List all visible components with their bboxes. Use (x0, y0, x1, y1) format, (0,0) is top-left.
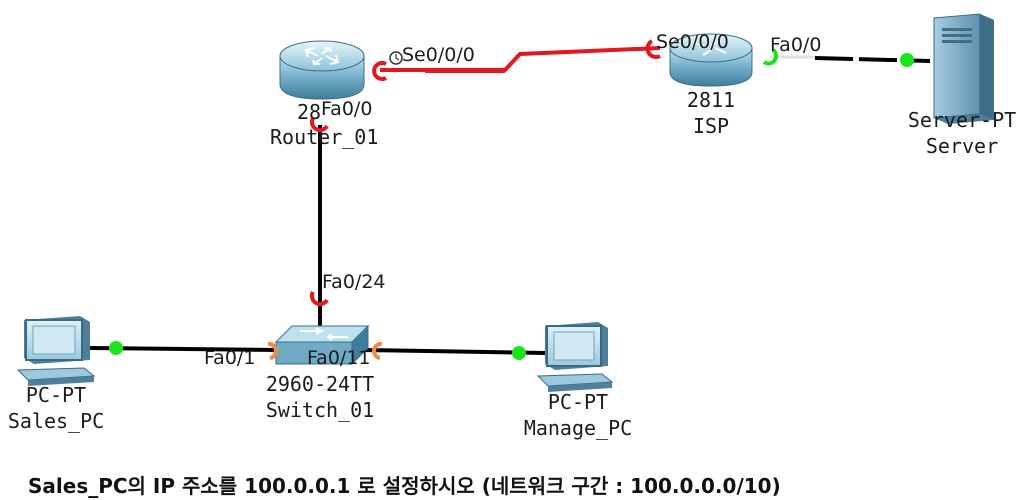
isp-name-label: ISP (692, 114, 730, 138)
manage-pc-icon[interactable] (536, 322, 614, 392)
sales-pc-icon[interactable] (16, 316, 96, 386)
server-icon[interactable] (933, 13, 994, 124)
port-status-isp-fa (762, 48, 778, 66)
isp-model-label: 2811 (686, 88, 736, 112)
serial-link[interactable] (380, 46, 661, 73)
isp-serial-port-label: Se0/0/0 (656, 31, 729, 53)
router01-name-label: Router_01 (270, 125, 379, 149)
port-status-sales-pc (109, 341, 123, 355)
port-status-switch-sales (267, 341, 279, 360)
task-instruction: Sales_PC의 IP 주소를 100.0.0.1 로 설정하시오 (네트워크… (28, 474, 781, 498)
port-status-server (900, 53, 914, 67)
router01-fa-port-label: Fa0/0 (321, 98, 373, 120)
isp-fa-port-label: Fa0/0 (770, 34, 822, 56)
switch-uplink-port-label: Fa0/24 (322, 271, 386, 293)
port-status-switch-uplink (309, 291, 329, 307)
router01-model-label: 28 (297, 100, 322, 124)
port-status-router01-serial (372, 51, 403, 81)
router01-serial-port-label: Se0/0/0 (402, 44, 475, 66)
isp-router-icon[interactable] (669, 33, 753, 87)
port-status-switch-manage (371, 341, 383, 360)
server-name-label: Server (925, 134, 999, 158)
router01-icon[interactable] (279, 40, 365, 100)
port-status-router01-fa (309, 117, 329, 133)
switch01-name-label: Switch_01 (265, 398, 375, 422)
switch-sales-port-label: Fa0/1 (204, 347, 256, 369)
sales-pc-name-label: Sales_PC (7, 409, 105, 433)
port-status-manage-pc (512, 346, 526, 360)
server-model-label: Server-PT (907, 108, 1017, 132)
manage-pc-name-label: Manage_PC (523, 416, 633, 440)
manage-pc-model-label: PC-PT (547, 390, 609, 414)
switch-manage-port-label: Fa0/11 (307, 347, 371, 369)
switch01-model-label: 2960-24TT (265, 372, 375, 396)
switch01-icon[interactable] (274, 324, 370, 366)
sales-pc-model-label: PC-PT (25, 383, 87, 407)
port-status-isp-serial (645, 39, 661, 59)
